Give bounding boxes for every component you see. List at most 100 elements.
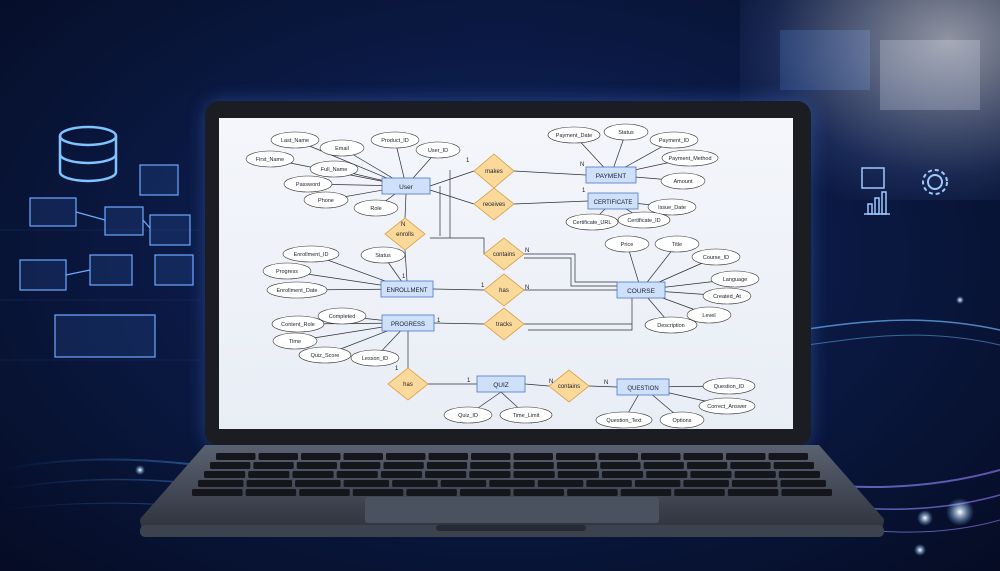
svg-text:QUIZ: QUIZ: [493, 382, 509, 389]
keyboard-key: [386, 453, 426, 460]
keyboard-key: [643, 462, 684, 469]
entity-progress: PROGRESS: [381, 314, 435, 332]
attribute-certificate-id: Certificate_ID: [617, 211, 671, 229]
keyboard-key: [406, 489, 457, 496]
svg-text:N: N: [401, 222, 405, 228]
svg-text:Time: Time: [289, 339, 301, 345]
attribute-time-limit: Time_Limit: [499, 406, 553, 424]
entity-quiz: QUIZ: [476, 375, 526, 393]
connector-line: [404, 193, 407, 219]
svg-text:1: 1: [467, 378, 471, 384]
attribute-progress: Progress: [262, 262, 312, 280]
keyboard-key: [343, 453, 383, 460]
svg-text:has: has: [403, 382, 413, 388]
svg-text:Correct_Answer: Correct_Answer: [707, 404, 747, 410]
attribute-time: Time: [272, 332, 318, 350]
laptop-keyboard-deck: [140, 445, 884, 537]
relationship-contains-2: contains: [548, 369, 590, 403]
attribute-user-id: User_ID: [415, 141, 461, 159]
connector-line: [432, 288, 485, 291]
entity-enrollment: ENROLLMENT: [380, 280, 434, 298]
svg-text:receives: receives: [483, 202, 505, 208]
svg-text:Last_Name: Last_Name: [281, 138, 309, 144]
attribute-completed: Completed: [317, 307, 367, 325]
keyboard-key: [198, 480, 244, 487]
keyboard-key: [380, 471, 423, 478]
keyboard-key: [192, 489, 243, 496]
svg-text:has: has: [499, 288, 509, 294]
svg-text:Time_Limit: Time_Limit: [513, 413, 540, 419]
connector-line: [513, 170, 587, 176]
svg-text:Amount: Amount: [674, 179, 693, 185]
svg-text:N: N: [549, 379, 553, 385]
connector-line: [433, 322, 485, 325]
keyboard-key: [683, 453, 723, 460]
attribute-price: Price: [604, 235, 650, 253]
attribute-payment-id: Payment_ID: [649, 131, 699, 149]
keyboard-key: [246, 480, 293, 487]
svg-text:Level: Level: [702, 313, 715, 319]
keyboard-key: [471, 453, 511, 460]
svg-text:1: 1: [481, 283, 485, 289]
keyboard-key: [780, 480, 826, 487]
keyboard-key: [248, 471, 290, 478]
keyboard-key: [556, 453, 596, 460]
attribute-payment-method: Payment_Method: [661, 149, 719, 167]
relationship-receives: receives: [473, 187, 515, 221]
keyboard-key: [301, 453, 341, 460]
svg-text:Certificate_URL: Certificate_URL: [573, 220, 612, 226]
attribute-quiz-score: Quiz_Score: [298, 346, 352, 364]
connector-line: [513, 200, 589, 205]
keyboard-key: [292, 471, 334, 478]
attribute-question-id: Question_ID: [702, 377, 756, 395]
svg-text:makes: makes: [485, 169, 503, 175]
keyboard-key: [586, 480, 632, 487]
connector-line: [429, 189, 475, 205]
keyboard-key: [557, 471, 599, 478]
keyboard-key: [470, 462, 511, 469]
svg-text:Role: Role: [370, 206, 381, 212]
trackpad: [365, 497, 659, 523]
connector-line: [429, 170, 475, 187]
keyboard-key: [489, 480, 535, 487]
keyboard-key: [440, 480, 487, 487]
entity-user: User: [381, 177, 431, 195]
keyboard-key: [513, 471, 555, 478]
attribute-description: Description: [644, 316, 698, 334]
keyboard-key: [734, 471, 776, 478]
attribute-quiz-id: Quiz_ID: [443, 406, 493, 424]
keyboard-key: [683, 480, 729, 487]
entity-certificate: CERTIFICATE: [587, 192, 639, 210]
connector-line: [404, 249, 408, 282]
keyboard-key: [296, 462, 338, 469]
attribute-phone: Phone: [303, 191, 349, 209]
keyboard-key: [428, 453, 468, 460]
svg-text:PAYMENT: PAYMENT: [596, 173, 626, 180]
svg-text:Language: Language: [723, 277, 747, 283]
attribute-role: Role: [353, 199, 399, 217]
svg-text:N: N: [580, 162, 584, 168]
svg-text:Phone: Phone: [318, 198, 334, 204]
keyboard-key: [674, 489, 725, 496]
svg-text:Status: Status: [618, 130, 634, 136]
keyboard-key: [204, 471, 246, 478]
attribute-full-name: Full_Name: [309, 160, 359, 178]
svg-text:Full_Name: Full_Name: [321, 167, 348, 173]
svg-text:First_Name: First_Name: [256, 157, 284, 163]
svg-text:enrolls: enrolls: [396, 232, 414, 238]
attribute-course-id: Course_ID: [691, 248, 741, 266]
keyboard-key: [513, 462, 554, 469]
svg-text:CERTIFICATE: CERTIFICATE: [594, 200, 633, 206]
connector-path: [528, 298, 633, 331]
svg-text:Question_Text: Question_Text: [606, 418, 642, 424]
keyboard-key: [425, 471, 467, 478]
svg-text:1: 1: [395, 366, 399, 372]
svg-text:1: 1: [582, 188, 586, 194]
keyboard-key: [352, 489, 404, 496]
keyboard-key: [567, 489, 618, 496]
connector-path: [524, 257, 617, 287]
svg-text:Enrollment_Date: Enrollment_Date: [277, 288, 318, 294]
entity-payment: PAYMENT: [585, 166, 637, 184]
keyboard-key: [469, 471, 511, 478]
entity-question: QUESTION: [616, 378, 670, 396]
